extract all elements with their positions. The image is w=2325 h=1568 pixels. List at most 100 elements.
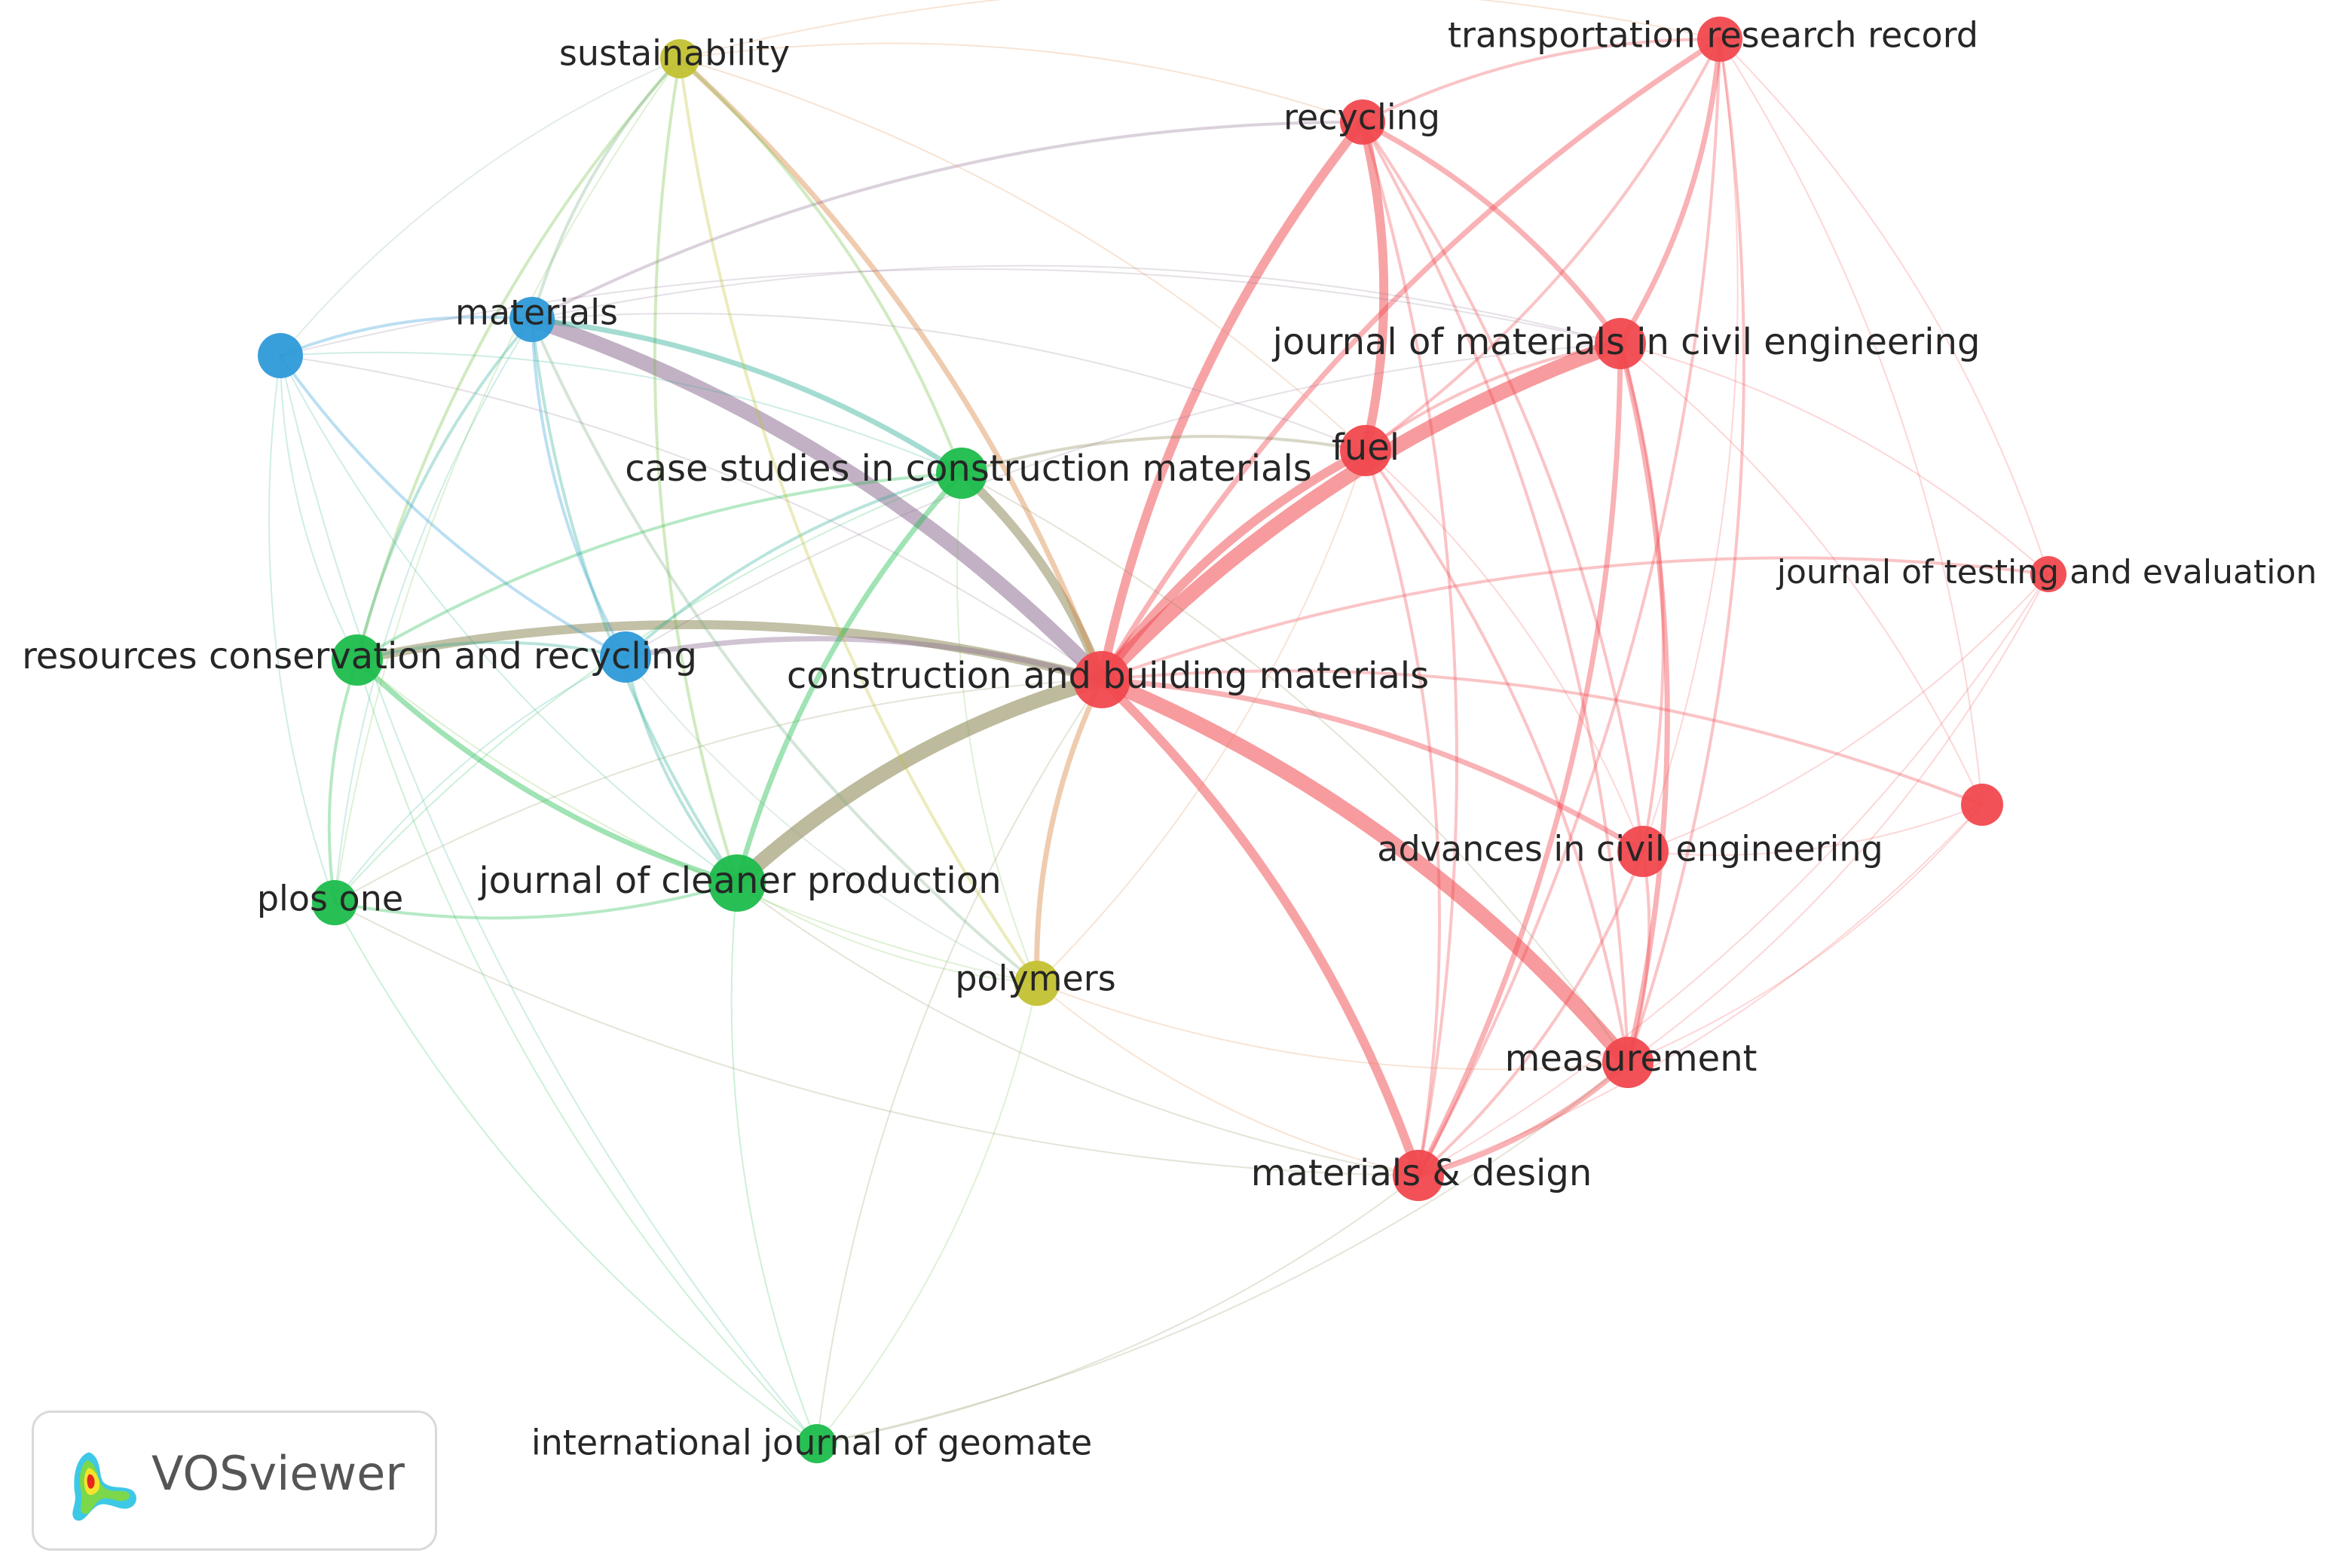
node-label-transportation: transportation research record [1448, 15, 1978, 56]
link-transportation-aice [1642, 38, 1739, 852]
link-cbm-jte [1100, 556, 2050, 681]
link-blue-unlabeled-plos [268, 355, 335, 903]
link-recycling-md [1361, 121, 1458, 1177]
node-measurement[interactable] [1602, 1037, 1654, 1088]
node-label-rcr: resources conservation and recycling [22, 635, 697, 677]
link-materials-blue-unlabeled [279, 315, 534, 357]
link-fuel-md [1364, 449, 1442, 1177]
link-rcr-materials [356, 318, 534, 662]
link-fuel-measurement [1364, 449, 1629, 1064]
link-cbm-materials [525, 312, 1109, 687]
node-blue-unlabeled[interactable] [258, 333, 303, 378]
link-materials-plos [334, 319, 533, 903]
link-recycling-aice [1361, 121, 1644, 853]
link-jcp-cscm [734, 470, 965, 886]
link-materials-blue-rcr [531, 318, 627, 659]
node-rcr[interactable] [332, 634, 383, 686]
link-ijg-measurement [816, 1062, 1629, 1444]
node-transportation[interactable] [1697, 17, 1742, 62]
link-rcr-blue-unlabeled [280, 355, 358, 661]
link-rcr-blue-rcr [356, 640, 627, 662]
node-polymers[interactable] [1014, 961, 1060, 1006]
link-jmce-red-unlabeled [1620, 343, 1983, 805]
node-label-materials: materials [455, 292, 618, 333]
node-label-md: materials & design [1251, 1152, 1592, 1194]
link-measurement-red-unlabeled [1627, 804, 1983, 1063]
link-jmce-transportation [1617, 36, 1723, 347]
link-plos-md [334, 902, 1419, 1176]
node-label-fuel: fuel [1332, 426, 1400, 469]
link-sustainability-recycling [679, 42, 1363, 123]
node-label-cscm: case studies in construction materials [625, 448, 1312, 490]
link-polymers-fuel [1036, 450, 1366, 984]
node-jmce[interactable] [1595, 318, 1646, 369]
node-cscm[interactable] [936, 448, 987, 499]
link-jcp-blue-unlabeled [280, 355, 738, 884]
link-cbm-blue-rcr [623, 636, 1105, 683]
node-label-jcp: journal of cleaner production [478, 860, 1001, 902]
link-polymers-measurement [1036, 983, 1629, 1071]
link-blue-rcr-plos [334, 656, 626, 903]
link-recycling-materials [531, 120, 1364, 321]
link-transportation-md [1417, 38, 1721, 1177]
node-label-sustainability: sustainability [559, 33, 790, 74]
network-labels: sustainability transportation research re… [22, 15, 2317, 1463]
node-fuel[interactable] [1340, 425, 1391, 476]
link-cbm-plos [334, 679, 1103, 903]
link-cbm-measurement [1094, 672, 1635, 1070]
node-jte[interactable] [2030, 556, 2066, 592]
vosviewer-logo-icon [72, 1452, 136, 1521]
node-aice[interactable] [1617, 826, 1669, 877]
link-materials-sustainability [531, 57, 681, 321]
link-sustainability-transportation [679, 0, 1721, 60]
node-label-aice: advances in civil engineering [1377, 829, 1883, 870]
link-md-jte [1418, 573, 2049, 1176]
link-measurement-aice [1626, 850, 1651, 1064]
link-transportation-measurement [1626, 38, 1745, 1064]
link-cscm-blue-unlabeled [280, 351, 962, 474]
node-label-polymers: polymers [955, 958, 1115, 999]
node-jcp[interactable] [708, 854, 766, 912]
link-cbm-blue-unlabeled [280, 355, 1103, 680]
link-jcp-ijg [730, 882, 818, 1444]
node-label-jte: journal of testing and evaluation [1776, 553, 2317, 591]
link-recycling-measurement [1361, 121, 1629, 1064]
node-ijg[interactable] [797, 1424, 837, 1463]
link-jmce-measurement [1617, 341, 1670, 1065]
link-recycling-transportation [1361, 37, 1721, 124]
node-blue-rcr[interactable] [600, 631, 651, 683]
link-rcr-polymers [356, 659, 1038, 984]
node-sustainability[interactable] [660, 39, 699, 78]
link-sustainability-fuel [679, 58, 1366, 451]
node-label-plos: plos one [257, 879, 403, 919]
node-plos[interactable] [312, 880, 357, 925]
node-red-unlabeled[interactable] [1961, 784, 2003, 826]
link-aice-red-unlabeled [1642, 804, 1983, 856]
node-cbm[interactable] [1073, 651, 1130, 708]
link-rcr-cscm [356, 472, 963, 662]
link-cbm-sustainability [677, 56, 1105, 683]
link-blue-rcr-jmce [625, 343, 1621, 658]
node-recycling[interactable] [1340, 99, 1385, 145]
link-materials-fuel [531, 313, 1366, 451]
link-cbm-jcp [730, 672, 1109, 891]
node-label-measurement: measurement [1505, 1038, 1758, 1080]
node-materials[interactable] [509, 297, 555, 342]
link-measurement-jte [1627, 573, 2049, 1063]
link-cbm-ijg [816, 679, 1103, 1444]
link-fuel-aice [1365, 450, 1644, 852]
link-jcp-md [736, 882, 1419, 1176]
link-blue-unlabeled-blue-rcr [279, 354, 627, 659]
link-ijg-blue-unlabeled [280, 355, 818, 1444]
node-md[interactable] [1393, 1150, 1444, 1201]
link-materials-jmce [531, 264, 1621, 344]
link-jcp-polymers [736, 882, 1038, 984]
link-ijg-md [816, 1175, 1419, 1444]
link-cbm-md [1097, 675, 1423, 1180]
link-sustainability-polymers [678, 57, 1039, 985]
link-cbm-cscm [957, 469, 1106, 684]
link-jmce-md [1415, 341, 1623, 1178]
link-polymers-ijg [816, 983, 1038, 1444]
link-cbm-polymers [1034, 677, 1105, 986]
